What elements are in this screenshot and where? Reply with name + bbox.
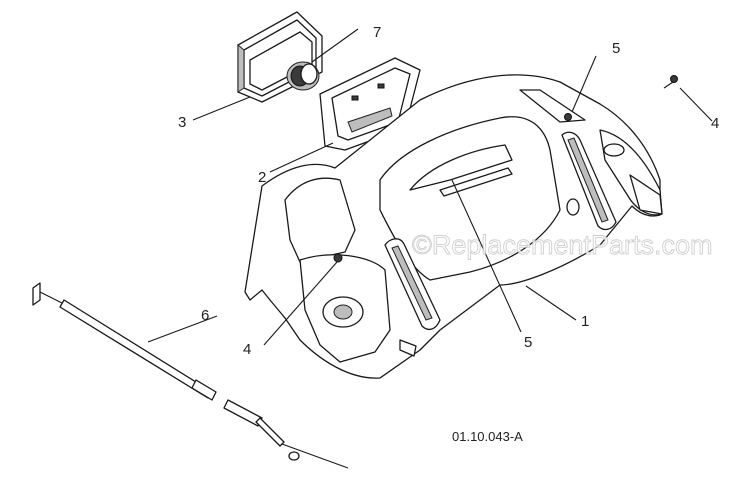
watermark-text: ©ReplacementParts.com: [412, 230, 713, 260]
callout-5-top: 5: [612, 40, 620, 57]
callout-1: 1: [581, 313, 589, 330]
callout-6: 6: [201, 307, 209, 324]
callout-4-left: 4: [243, 341, 251, 358]
dash-panel: [244, 74, 663, 379]
headlight-knob: [286, 61, 320, 91]
callout-4-right: 4: [711, 115, 719, 132]
leader-lines: [147, 28, 713, 346]
callout-2: 2: [258, 169, 266, 186]
cable-assembly: [32, 282, 349, 469]
screw-part-4: [663, 75, 678, 89]
callout-5-bottom: 5: [524, 334, 532, 351]
callout-3: 3: [178, 114, 186, 131]
drawing-number: 01.10.043-A: [452, 429, 523, 444]
callout-7: 7: [373, 24, 381, 41]
